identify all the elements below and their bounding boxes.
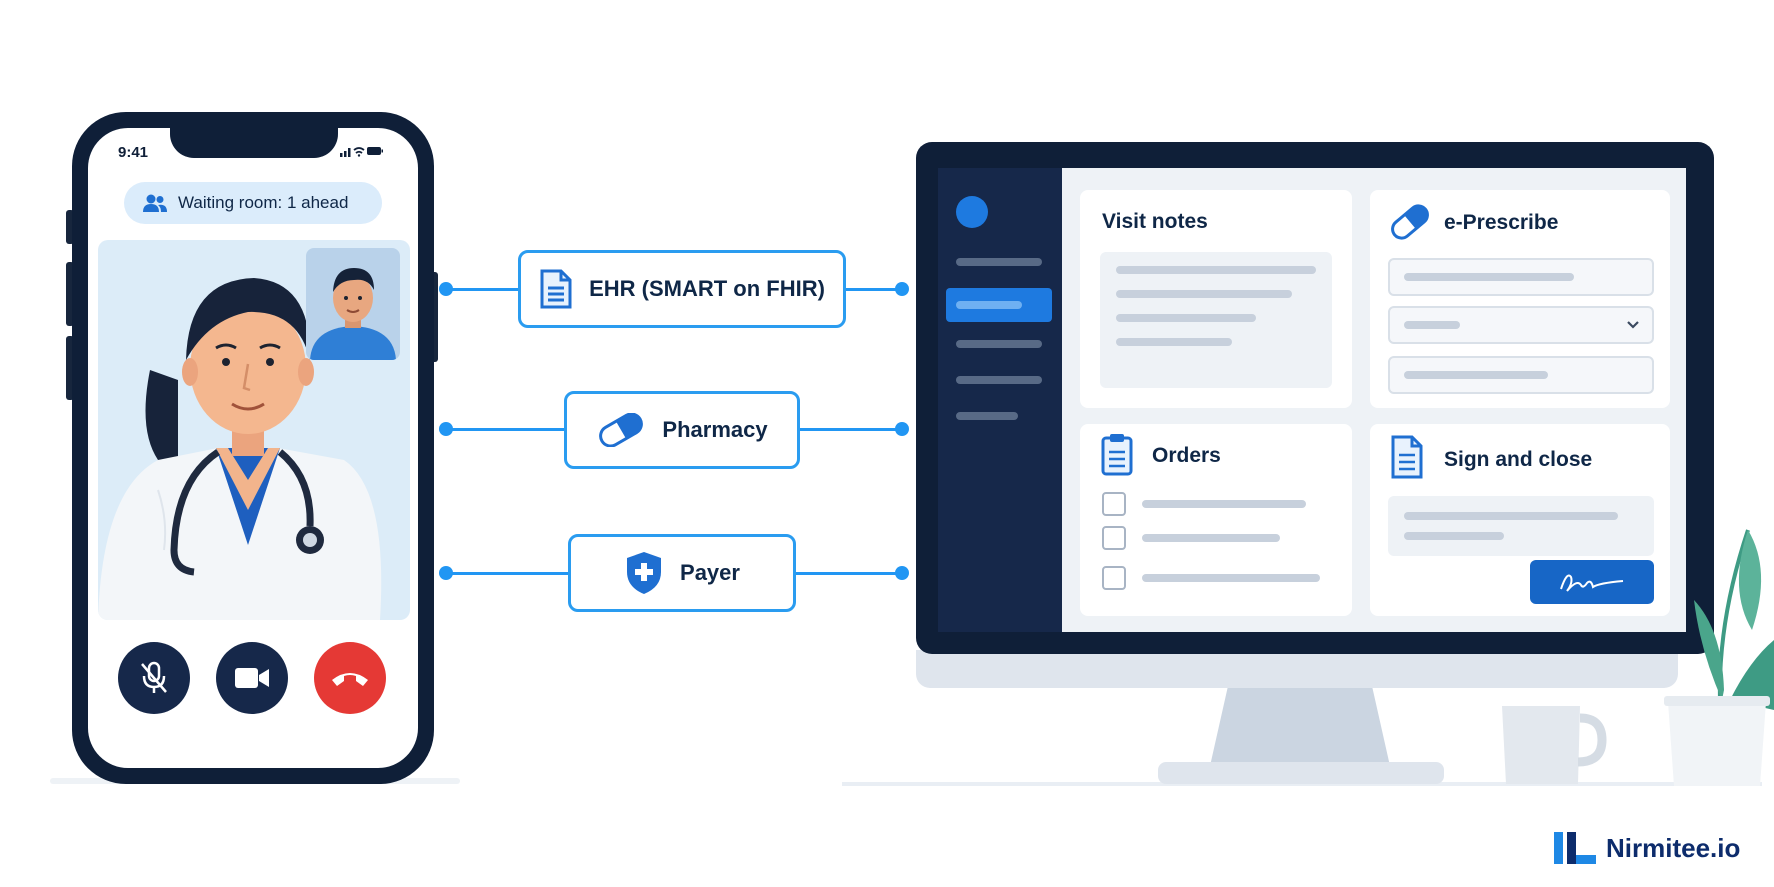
phone-power-button — [430, 272, 438, 362]
signature-icon — [1560, 574, 1624, 592]
prescription-dropdown[interactable] — [1388, 306, 1654, 344]
visit-notes-title: Visit notes — [1102, 210, 1208, 233]
connector-line-pharmacy-right — [798, 428, 902, 431]
camera-icon — [235, 668, 269, 688]
text-placeholder-line — [1116, 266, 1316, 274]
phone-volume-down-button — [66, 336, 74, 400]
payer-connector-box[interactable]: Payer — [568, 534, 796, 612]
connector-line-ehr-right — [844, 288, 902, 291]
sidebar-item[interactable] — [956, 340, 1042, 348]
pharmacy-label: Pharmacy — [662, 417, 768, 442]
signal-wifi-battery-icon — [340, 147, 383, 157]
self-view-thumbnail[interactable] — [306, 248, 400, 360]
status-time: 9:41 — [118, 144, 149, 161]
phone-side-button — [66, 210, 74, 244]
sign-and-close-title: Sign and close — [1444, 448, 1593, 471]
connector-dot — [439, 282, 453, 296]
hang-up-icon — [332, 673, 368, 686]
plant-illustration — [1664, 529, 1774, 786]
shield-plus-icon — [627, 552, 662, 594]
order-checkbox[interactable] — [1102, 492, 1126, 516]
connector-line-payer-left — [446, 572, 570, 575]
order-checkbox[interactable] — [1102, 566, 1126, 590]
app-logo — [956, 196, 988, 228]
ehr-label: EHR (SMART on FHIR) — [589, 276, 825, 301]
connector-dot — [895, 282, 909, 296]
clipboard-icon — [1101, 434, 1133, 476]
status-icons — [340, 145, 384, 160]
sidebar-item[interactable] — [956, 376, 1042, 384]
text-placeholder-line — [1116, 314, 1256, 322]
order-line — [1142, 500, 1306, 508]
pill-icon — [1391, 204, 1429, 240]
pharmacy-connector-box[interactable]: Pharmacy — [564, 391, 800, 469]
users-icon — [143, 194, 167, 212]
end-call-button[interactable] — [314, 642, 386, 714]
prescription-field[interactable] — [1388, 356, 1654, 394]
payer-label: Payer — [680, 560, 740, 585]
chevron-down-icon — [1627, 321, 1639, 329]
app-sidebar — [938, 168, 1062, 632]
camera-button[interactable] — [216, 642, 288, 714]
monitor-base — [1158, 762, 1444, 784]
patient-illustration — [310, 268, 396, 360]
sign-button[interactable] — [1530, 560, 1654, 604]
phone-notch — [170, 118, 338, 158]
mic-off-icon — [141, 661, 167, 693]
waiting-room-pill: Waiting room: 1 ahead — [124, 182, 382, 224]
waiting-room-label: Waiting room: 1 ahead — [178, 193, 349, 212]
document-icon — [540, 269, 572, 309]
monitor-neck — [1210, 686, 1390, 766]
document-icon — [1391, 435, 1423, 479]
connector-dot — [895, 566, 909, 580]
phone-volume-up-button — [66, 262, 74, 326]
coffee-mug-illustration — [1502, 706, 1607, 784]
text-placeholder-line — [1116, 290, 1292, 298]
brand-logo: Nirmitee.io — [1552, 830, 1740, 866]
connector-dot — [439, 422, 453, 436]
orders-title: Orders — [1152, 444, 1221, 467]
desk-surface — [842, 782, 1762, 786]
monitor-chin — [916, 650, 1678, 688]
text-placeholder-line — [1116, 338, 1232, 346]
order-checkbox[interactable] — [1102, 526, 1126, 550]
connector-dot — [895, 422, 909, 436]
sidebar-item-active[interactable] — [946, 288, 1052, 322]
pill-icon — [599, 413, 644, 447]
signature-summary-box — [1388, 496, 1654, 556]
e-prescribe-title: e-Prescribe — [1444, 211, 1559, 234]
order-line — [1142, 534, 1280, 542]
brand-name: Nirmitee.io — [1606, 832, 1741, 863]
connector-line-ehr-left — [446, 288, 520, 291]
ehr-connector-box[interactable]: EHR (SMART on FHIR) — [518, 250, 846, 328]
doctor-illustration — [98, 278, 382, 620]
connector-dot — [439, 566, 453, 580]
order-line — [1142, 574, 1320, 582]
mute-mic-button[interactable] — [118, 642, 190, 714]
nirmitee-logo-icon — [1554, 832, 1596, 864]
prescription-field[interactable] — [1388, 258, 1654, 296]
sidebar-item[interactable] — [956, 258, 1042, 266]
connector-line-payer-right — [794, 572, 902, 575]
connector-line-pharmacy-left — [446, 428, 566, 431]
sidebar-item[interactable] — [956, 412, 1018, 420]
